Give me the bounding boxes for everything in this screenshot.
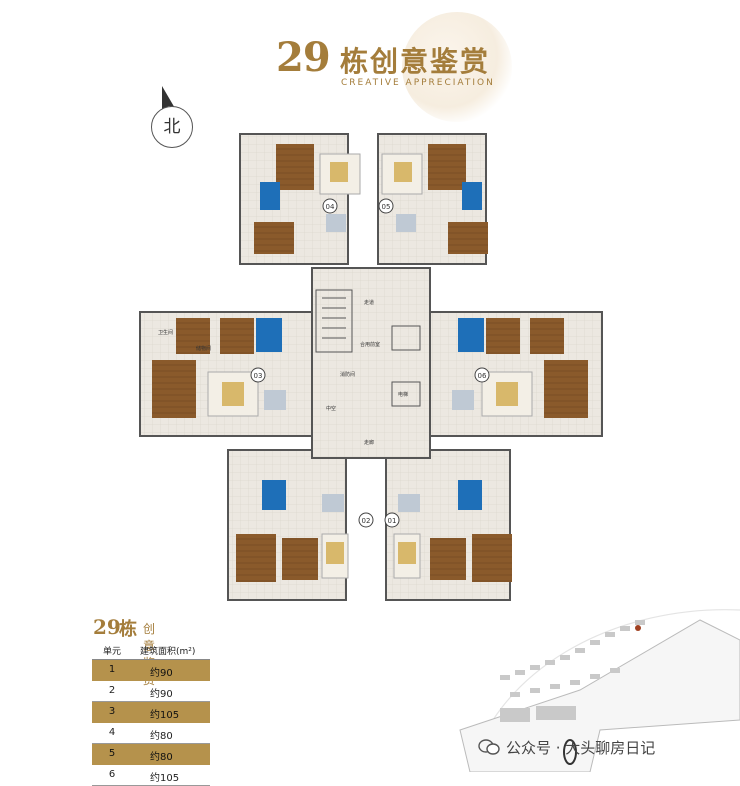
row-unit: 4 — [92, 727, 132, 738]
balcony — [262, 480, 286, 510]
unit-label-03: 03 — [254, 372, 263, 380]
row-area: 约90 — [150, 664, 173, 679]
watermark: 公众号 · 大头聊房日记 — [478, 736, 655, 758]
bedroom — [448, 222, 488, 254]
elevator-label: 电梯 — [398, 391, 408, 398]
sofa — [496, 382, 518, 406]
row-unit: 1 — [92, 664, 132, 675]
bedroom — [282, 538, 318, 580]
row-area: 约80 — [150, 727, 173, 742]
table-row: 1 约90 — [92, 660, 210, 681]
balcony — [260, 182, 280, 210]
bedroom — [276, 144, 314, 190]
title-english: CREATIVE APPRECIATION — [341, 78, 495, 88]
unit-label-04: 04 — [326, 203, 335, 211]
sofa — [394, 162, 412, 182]
bedroom — [428, 144, 466, 190]
master-bedroom — [472, 534, 512, 582]
row-area: 约105 — [150, 769, 179, 784]
row-area: 约90 — [150, 685, 173, 700]
bedroom — [430, 538, 466, 580]
area-table: 单元 建筑面积(m²) 1 约90 2 约90 3 约105 4 约80 5 约… — [92, 641, 210, 786]
dining-table — [452, 390, 474, 410]
unit-label-06: 06 — [478, 372, 487, 380]
unit-label-05: 05 — [382, 203, 391, 211]
row-unit: 6 — [92, 769, 132, 780]
corridor-label: 走道 — [364, 299, 374, 306]
dining-table — [326, 214, 346, 232]
bedroom — [220, 318, 254, 354]
row-area: 约105 — [150, 706, 179, 721]
watermark-text: 公众号 · 大头聊房日记 — [506, 737, 655, 758]
balcony — [458, 318, 484, 352]
sofa — [222, 382, 244, 406]
fire-room-label: 消防间 — [340, 371, 355, 378]
sofa — [326, 542, 344, 564]
sofa — [330, 162, 348, 182]
master-bedroom — [544, 360, 588, 418]
row-unit: 5 — [92, 748, 132, 759]
table-row: 4 约80 — [92, 723, 210, 745]
table-row: 2 约90 — [92, 681, 210, 703]
balcony — [458, 480, 482, 510]
master-bedroom — [152, 360, 196, 418]
bedroom — [486, 318, 520, 354]
unit-label-01: 01 — [388, 517, 397, 525]
table-row: 3 约105 — [92, 702, 210, 723]
balcony — [462, 182, 482, 210]
dining-table — [264, 390, 286, 410]
wechat-icon — [478, 738, 500, 756]
title-chinese: 栋创意鉴赏 — [340, 40, 490, 80]
lobby-label: 合用前室 — [360, 341, 380, 348]
dining-table — [322, 494, 344, 512]
page-title: 29 栋创意鉴赏 CREATIVE APPRECIATION — [0, 28, 740, 98]
table-header: 单元 建筑面积(m²) — [92, 641, 210, 660]
bedroom — [530, 318, 564, 354]
table-row: 5 约80 — [92, 744, 210, 765]
dining-table — [398, 494, 420, 512]
sofa — [398, 542, 416, 564]
header-unit: 单元 — [92, 644, 132, 657]
header-area: 建筑面积(m²) — [140, 644, 195, 657]
unit-label-02: 02 — [362, 517, 371, 525]
walkway-label: 走廊 — [364, 439, 374, 446]
bedroom — [254, 222, 294, 254]
row-area: 约80 — [150, 748, 173, 763]
balcony — [256, 318, 282, 352]
row-unit: 3 — [92, 706, 132, 717]
title-number: 29 — [276, 34, 330, 81]
building-outline — [140, 134, 602, 600]
void-label: 中空 — [326, 405, 336, 412]
master-bedroom — [236, 534, 276, 582]
legend-number: 29 — [93, 615, 121, 639]
row-unit: 2 — [92, 685, 132, 696]
floor-plan: 04 05 03 06 — [136, 128, 604, 608]
table-row: 6 约105 — [92, 765, 210, 786]
bathroom-label: 卫生间 — [158, 329, 173, 336]
storage-label: 储物间 — [196, 345, 211, 352]
dining-table — [396, 214, 416, 232]
legend-title-char: 栋 — [119, 615, 137, 641]
